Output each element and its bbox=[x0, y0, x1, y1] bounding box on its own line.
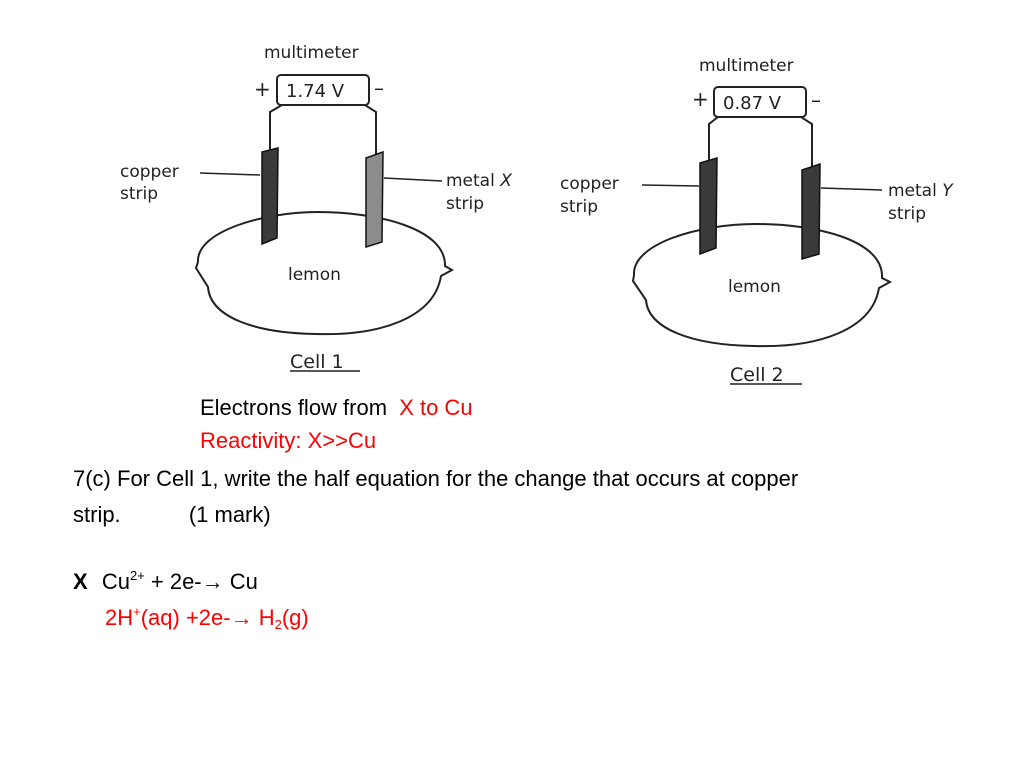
cell2-minus-sign: – bbox=[811, 88, 821, 112]
cell2-copper-label: copper strip bbox=[560, 174, 624, 217]
incorrect-equation: Cu2+ + 2e-→ Cu bbox=[101, 568, 258, 594]
cell1-wire-right bbox=[364, 104, 377, 155]
cell1-caption: Cell 1 bbox=[290, 351, 344, 373]
cell1-copper-label: copper strip bbox=[120, 162, 184, 204]
cell2-multimeter-label: multimeter bbox=[699, 56, 794, 76]
question-mark-allocation: (1 mark) bbox=[188, 502, 271, 527]
cell2-metal-y-strip bbox=[801, 162, 821, 261]
cell1-metal-leader bbox=[383, 177, 443, 182]
cell1-metal-label: metal X strip bbox=[446, 171, 517, 214]
cell-1-diagram: multimeter + 1.74 V – copper strip metal… bbox=[120, 43, 517, 373]
correct-equation: 2H+(aq) +2e-→ H2(g) bbox=[105, 604, 309, 632]
cell2-wire-left bbox=[708, 116, 719, 166]
cell2-metal-label: metal Y strip bbox=[888, 181, 958, 224]
cell-2-diagram: multimeter + 0.87 V – copper strip metal… bbox=[560, 56, 958, 386]
electron-flow-line: Electrons flow from X to Cu bbox=[200, 394, 473, 422]
cell2-wire-right bbox=[800, 116, 813, 168]
cell2-metal-leader bbox=[820, 187, 883, 191]
arrow-icon: → bbox=[201, 569, 224, 594]
electron-flow-answer: X to Cu bbox=[399, 395, 473, 420]
lemon-cells-figure: multimeter + 1.74 V – copper strip metal… bbox=[120, 43, 958, 386]
cell1-multimeter-display bbox=[276, 74, 370, 106]
answer-line-1: X Cu2+ + 2e-→ Cu bbox=[73, 568, 258, 596]
cell1-metal-x-strip bbox=[365, 150, 384, 249]
cell2-reading: 0.87 V bbox=[723, 93, 782, 114]
cell1-minus-sign: – bbox=[374, 76, 384, 100]
cell2-copper-leader bbox=[641, 184, 700, 187]
electron-flow-prefix: Electrons flow from bbox=[200, 395, 388, 420]
reactivity-note: Reactivity: X>>Cu bbox=[200, 428, 377, 453]
cell1-copper-strip bbox=[261, 147, 279, 246]
wrong-answer-marker: X bbox=[73, 569, 88, 594]
cell1-lemon-label: lemon bbox=[288, 265, 341, 285]
cell1-reading: 1.74 V bbox=[286, 81, 345, 102]
cell2-copper-strip bbox=[699, 156, 718, 256]
cell2-plus-sign: + bbox=[692, 87, 709, 111]
cell1-plus-sign: + bbox=[254, 77, 271, 101]
cell2-lemon-label: lemon bbox=[728, 277, 781, 297]
cell1-wire-left bbox=[269, 104, 283, 152]
cell1-multimeter-label: multimeter bbox=[264, 43, 359, 63]
arrow-icon: → bbox=[230, 605, 253, 630]
question-line-1: 7(c) For Cell 1, write the half equation… bbox=[73, 466, 799, 491]
cell2-multimeter-display bbox=[713, 86, 807, 118]
cell1-copper-leader bbox=[199, 172, 261, 176]
question-line-2: strip. (1 mark) bbox=[73, 501, 271, 529]
question-strip-word: strip. bbox=[73, 502, 121, 527]
cell2-caption: Cell 2 bbox=[730, 364, 784, 386]
